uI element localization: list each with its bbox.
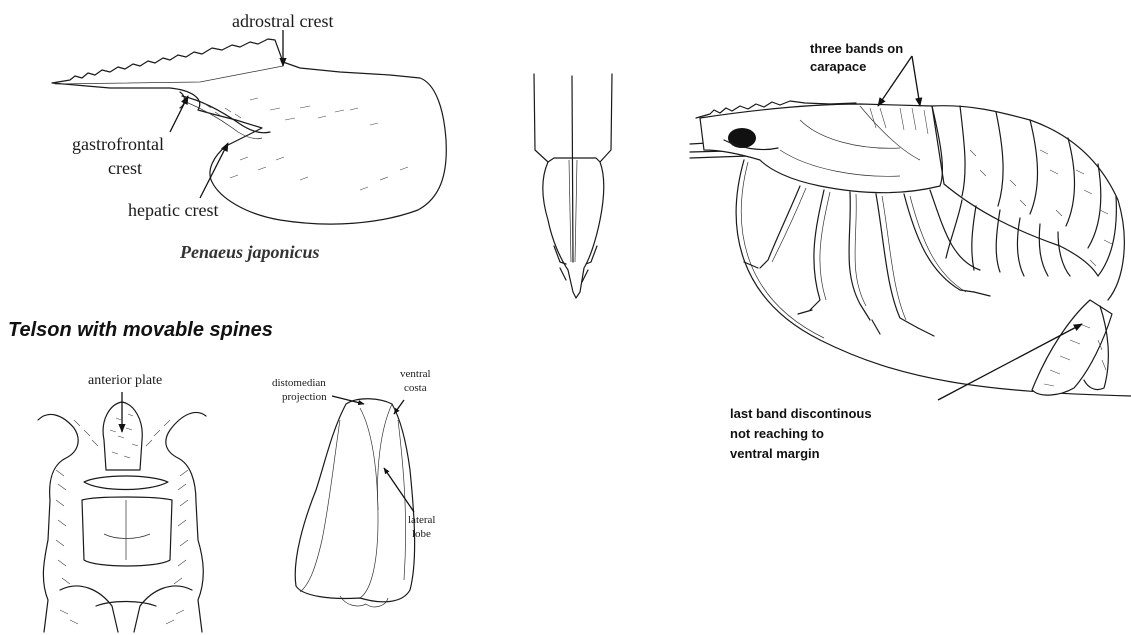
section-heading: Telson with movable spines [8, 319, 273, 341]
lateral-lobe-label-1: lateral [408, 514, 435, 526]
telson-segment-left [534, 74, 548, 162]
bands-arrow-1 [878, 56, 912, 106]
gastrofrontal-crest-line [182, 96, 270, 133]
telson-median-groove [572, 76, 573, 262]
telson-segment-right [600, 74, 612, 162]
tail-fan [1032, 300, 1112, 395]
gastrofrontal-arrow [170, 96, 188, 132]
walking-legs-2 [772, 188, 966, 320]
lateral-lobe-arrow [384, 468, 414, 512]
plate-base-bar [84, 476, 168, 490]
distomedian-label-2: projection [282, 391, 327, 403]
abdomen-stipple [970, 150, 1112, 266]
gastrofrontal-label-line1: gastrofrontal [72, 134, 164, 154]
petasma-diagram: distomedian projection ventral costa lat… [272, 368, 435, 607]
shrimp-carapace [700, 104, 942, 193]
carapace-outline [52, 39, 446, 224]
carapace-stipple [205, 98, 408, 190]
petasma-inner-3 [300, 420, 340, 592]
median-sternite [82, 497, 172, 566]
claws [744, 262, 990, 336]
petasma-inner-2 [378, 404, 406, 580]
gastrofrontal-label-line2: crest [108, 158, 142, 178]
lateral-lobe-label-2: lobe [412, 528, 431, 540]
anterior-plate [103, 402, 142, 470]
bands-label-1: three bands on [810, 41, 903, 56]
last-band-label-2: not reaching to [730, 426, 824, 441]
hepatic-crest-label: hepatic crest [128, 200, 218, 220]
median-line [104, 500, 150, 560]
ventral-costa-arrow [394, 400, 404, 414]
telson-diagram [534, 74, 612, 298]
posterior-lobes [60, 586, 192, 632]
last-band-label-3: ventral margin [730, 446, 820, 461]
thelycum-outline-right [166, 412, 206, 632]
abdomen-segments [932, 106, 1116, 276]
pleopods [946, 200, 1070, 276]
species-caption: Penaeus japonicus [179, 242, 320, 262]
walking-legs [760, 186, 980, 328]
carapace-rostral-ridge [55, 66, 283, 84]
last-band-label-1: last band discontinous [730, 406, 872, 421]
thelycum-diagram: anterior plate [38, 373, 206, 632]
petasma-inner-1 [360, 408, 378, 598]
anterior-plate-label: anterior plate [88, 373, 162, 388]
ventral-costa-label-2: costa [404, 382, 427, 394]
shrimp-eye [728, 128, 756, 148]
hepatic-arrow [200, 143, 228, 198]
thelycum-outline-left [38, 414, 78, 632]
antenna-flagellum-2 [741, 162, 824, 338]
distomedian-label-1: distomedian [272, 377, 326, 389]
shrimp-diagram: three bands on carapace last band discon… [690, 41, 1131, 461]
bands-label-2: carapace [810, 59, 866, 74]
bands-arrow-2 [912, 56, 920, 106]
carapace-diagram: adrostral crest gastrofrontal crest hepa… [52, 11, 446, 262]
adrostral-crest-label: adrostral crest [232, 11, 333, 31]
ventral-costa-label-1: ventral [400, 368, 431, 380]
